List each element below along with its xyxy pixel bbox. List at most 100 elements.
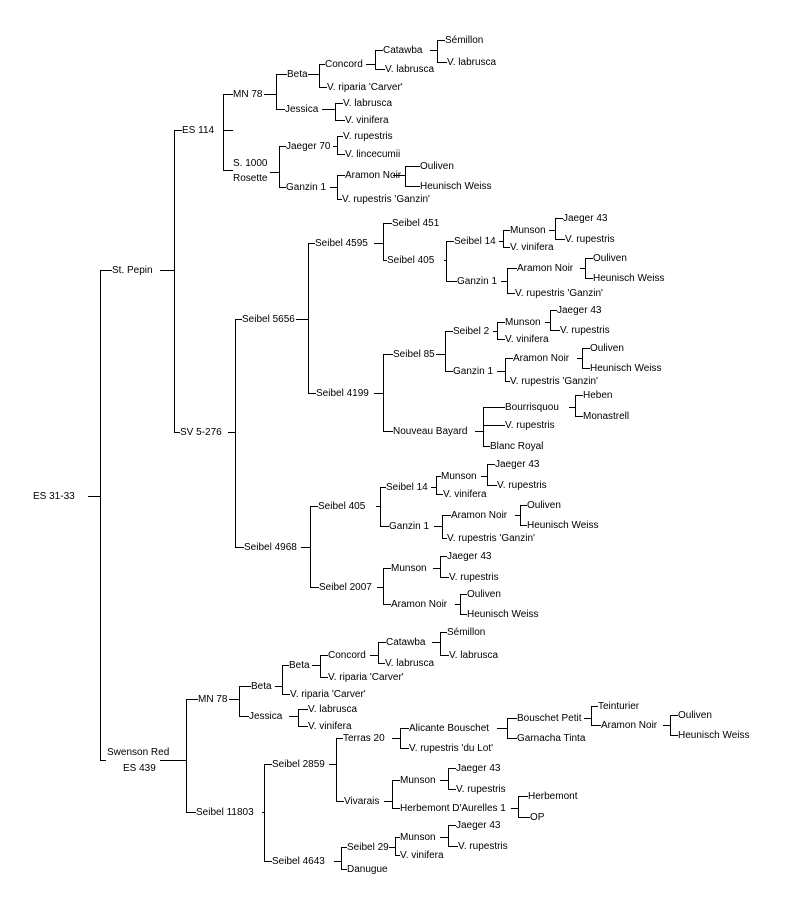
node-label-vvind: V. vinifera [443, 489, 487, 500]
node-label-vivarais: Vivarais [344, 796, 379, 807]
node-label-heund: Heunisch Weiss [527, 520, 599, 531]
node-label-semillonb: Sémillon [447, 627, 485, 638]
node-label-vlabb1: V. labrusca [385, 658, 435, 669]
node-label-danugue: Danugue [347, 864, 388, 875]
node-label-betab2: Beta [289, 660, 310, 671]
node-label-vrupgb: V. rupestris 'Ganzin' [515, 288, 603, 299]
node-label-mn78b: MN 78 [198, 694, 228, 705]
node-label-heunc: Heunisch Weiss [590, 363, 662, 374]
node-label-betaa: Beta [287, 69, 308, 80]
node-label-aramona: Aramon Noir [345, 170, 402, 181]
node-label-herbemont: Herbemont [528, 791, 578, 802]
node-label-aramone: Aramon Noir [391, 599, 448, 610]
node-label-es114: ES 114 [182, 125, 214, 136]
node-label-vripa: V. riparia 'Carver' [327, 82, 403, 93]
node-label-vvinb2: V. vinifera [308, 721, 352, 732]
node-label-jessicab: Jessica [249, 711, 283, 722]
node-label-vripb1: V. riparia 'Carver' [328, 672, 404, 683]
node-label-catawbaa: Catawba [383, 45, 423, 56]
node-label-jaegerf: Jaeger 43 [456, 763, 501, 774]
node-label-munsonc: Munson [505, 317, 541, 328]
node-label-oulivenf: Ouliven [678, 710, 712, 721]
node-label-munsond: Munson [441, 471, 477, 482]
node-label-terras20: Terras 20 [343, 733, 385, 744]
node-label-garnacha: Garnacha Tinta [517, 733, 586, 744]
node-label-oulivena: Ouliven [420, 161, 454, 172]
node-label-bpetit: Bouschet Petit [517, 713, 582, 724]
node-label-oulivene: Ouliven [467, 589, 501, 600]
node-label-herbda: Herbemont D'Aurelles 1 [400, 803, 506, 814]
node-label-s5656: Seibel 5656 [242, 314, 295, 325]
node-label-ganzinc: Ganzin 1 [453, 366, 493, 377]
node-label-aramonc: Aramon Noir [513, 353, 570, 364]
node-label-semillona: Sémillon [445, 35, 483, 46]
node-label-s4595: Seibel 4595 [315, 238, 368, 249]
node-label-concordb: Concord [328, 650, 366, 661]
node-label-concorda: Concord [325, 59, 363, 70]
node-label-ganzind: Ganzin 1 [389, 521, 429, 532]
node-label-vvinc: V. vinifera [505, 334, 549, 345]
node-label-s451: Seibel 451 [392, 218, 440, 229]
node-label-mn78a: MN 78 [233, 89, 263, 100]
node-label-oulivenb: Ouliven [593, 253, 627, 264]
node-label-ganzina: Ganzin 1 [286, 182, 326, 193]
node-label-s2859: Seibel 2859 [272, 759, 325, 770]
node-label-nbayard: Nouveau Bayard [393, 426, 468, 437]
node-label-op: OP [530, 812, 545, 823]
node-label-bourr: Bourrisquou [505, 402, 559, 413]
node-label-vlabb3: V. labrusca [308, 704, 358, 715]
node-label-munsong: Munson [400, 832, 436, 843]
node-label-vlaba3: V. labrusca [343, 98, 393, 109]
node-label-betab: Beta [251, 681, 272, 692]
node-label-swenson: Swenson Red [107, 747, 169, 758]
node-label-vrupf: V. rupestris [456, 784, 506, 795]
node-label-aramonb: Aramon Noir [517, 263, 574, 274]
node-label-vrupa70: V. rupestris [343, 131, 393, 142]
node-label-munsonb: Munson [510, 225, 546, 236]
node-label-jaegerc: Jaeger 43 [557, 305, 602, 316]
node-label-heben: Heben [583, 390, 612, 401]
node-label-munsonf: Munson [400, 775, 436, 786]
node-label-munsone: Munson [391, 563, 427, 574]
node-label-s85: Seibel 85 [393, 349, 435, 360]
node-label-vrupd: V. rupestris [497, 480, 547, 491]
node-label-jaegerg: Jaeger 43 [456, 820, 501, 831]
node-label-sv5276: SV 5-276 [180, 427, 222, 438]
node-label-s4643: Seibel 4643 [272, 856, 325, 867]
node-label-heuna: Heunisch Weiss [420, 181, 492, 192]
node-label-s4199: Seibel 4199 [316, 388, 369, 399]
node-label-vvinb: V. vinifera [510, 242, 554, 253]
node-label-heunf: Heunisch Weiss [678, 730, 750, 741]
node-label-ganzinb: Ganzin 1 [457, 276, 497, 287]
node-label-rosette: Rosette [233, 173, 268, 184]
node-label-blancroyal: Blanc Royal [490, 441, 543, 452]
node-label-vripb2: V. riparia 'Carver' [290, 689, 366, 700]
node-label-s29: Seibel 29 [347, 842, 389, 853]
node-label-s14b: Seibel 14 [386, 482, 428, 493]
node-label-vrupga: V. rupestris 'Ganzin' [342, 194, 430, 205]
node-label-vlaba1: V. labrusca [385, 64, 435, 75]
node-label-jaegere: Jaeger 43 [447, 551, 492, 562]
node-label-heunb: Heunisch Weiss [593, 273, 665, 284]
node-label-aramonf: Aramon Noir [601, 720, 658, 731]
node-label-vving: V. vinifera [400, 850, 444, 861]
node-label-heune: Heunisch Weiss [467, 609, 539, 620]
node-label-es439: ES 439 [123, 763, 156, 774]
node-label-aramond: Aramon Noir [451, 510, 508, 521]
node-label-s2: Seibel 2 [453, 326, 490, 337]
node-label-vlaba2: V. labrusca [447, 57, 497, 68]
node-label-s405b: Seibel 405 [318, 501, 366, 512]
node-label-s2007: Seibel 2007 [319, 582, 372, 593]
node-label-vlinc: V. lincecumii [345, 149, 400, 160]
node-label-jaeger70: Jaeger 70 [286, 141, 331, 152]
node-label-s11803: Seibel 11803 [196, 807, 254, 818]
node-label-s1000: S. 1000 [233, 158, 268, 169]
node-label-oulivenc: Ouliven [590, 343, 624, 354]
node-label-jaegerd: Jaeger 43 [495, 459, 540, 470]
node-label-vrupgc: V. rupestris 'Ganzin' [510, 376, 598, 387]
node-label-s4968: Seibel 4968 [244, 542, 297, 553]
node-label-vrupe: V. rupestris [449, 572, 499, 583]
node-label-alicante: Alicante Bouschet [409, 723, 489, 734]
